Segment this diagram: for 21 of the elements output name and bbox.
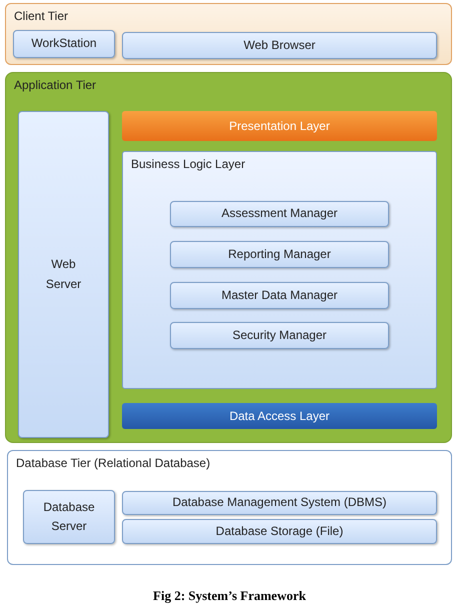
group-title: Application Tier	[14, 78, 96, 92]
component-box: WorkStation	[13, 30, 115, 58]
server-box: Database Server	[23, 490, 115, 544]
tier-panel	[5, 72, 452, 443]
component-box: Web Browser	[122, 32, 437, 59]
server-box: Web Server	[18, 111, 109, 438]
group-title: Business Logic Layer	[131, 157, 246, 171]
component-box: Database Storage (File)	[122, 519, 437, 544]
group-title: Client Tier	[14, 9, 68, 23]
layer-bar: Presentation Layer	[122, 111, 437, 141]
group-title: Database Tier (Relational Database)	[16, 456, 210, 470]
figure-caption: Fig 2: System’s Framework	[152, 588, 307, 604]
layer-panel	[122, 151, 437, 389]
module-box: Master Data Manager	[170, 282, 389, 309]
layer-bar: Data Access Layer	[122, 403, 437, 429]
module-box: Assessment Manager	[170, 201, 389, 227]
tier-panel	[7, 450, 452, 565]
component-box: Database Management System (DBMS)	[122, 491, 437, 515]
module-box: Reporting Manager	[170, 241, 389, 268]
module-box: Security Manager	[170, 322, 389, 349]
tier-panel	[5, 3, 452, 65]
